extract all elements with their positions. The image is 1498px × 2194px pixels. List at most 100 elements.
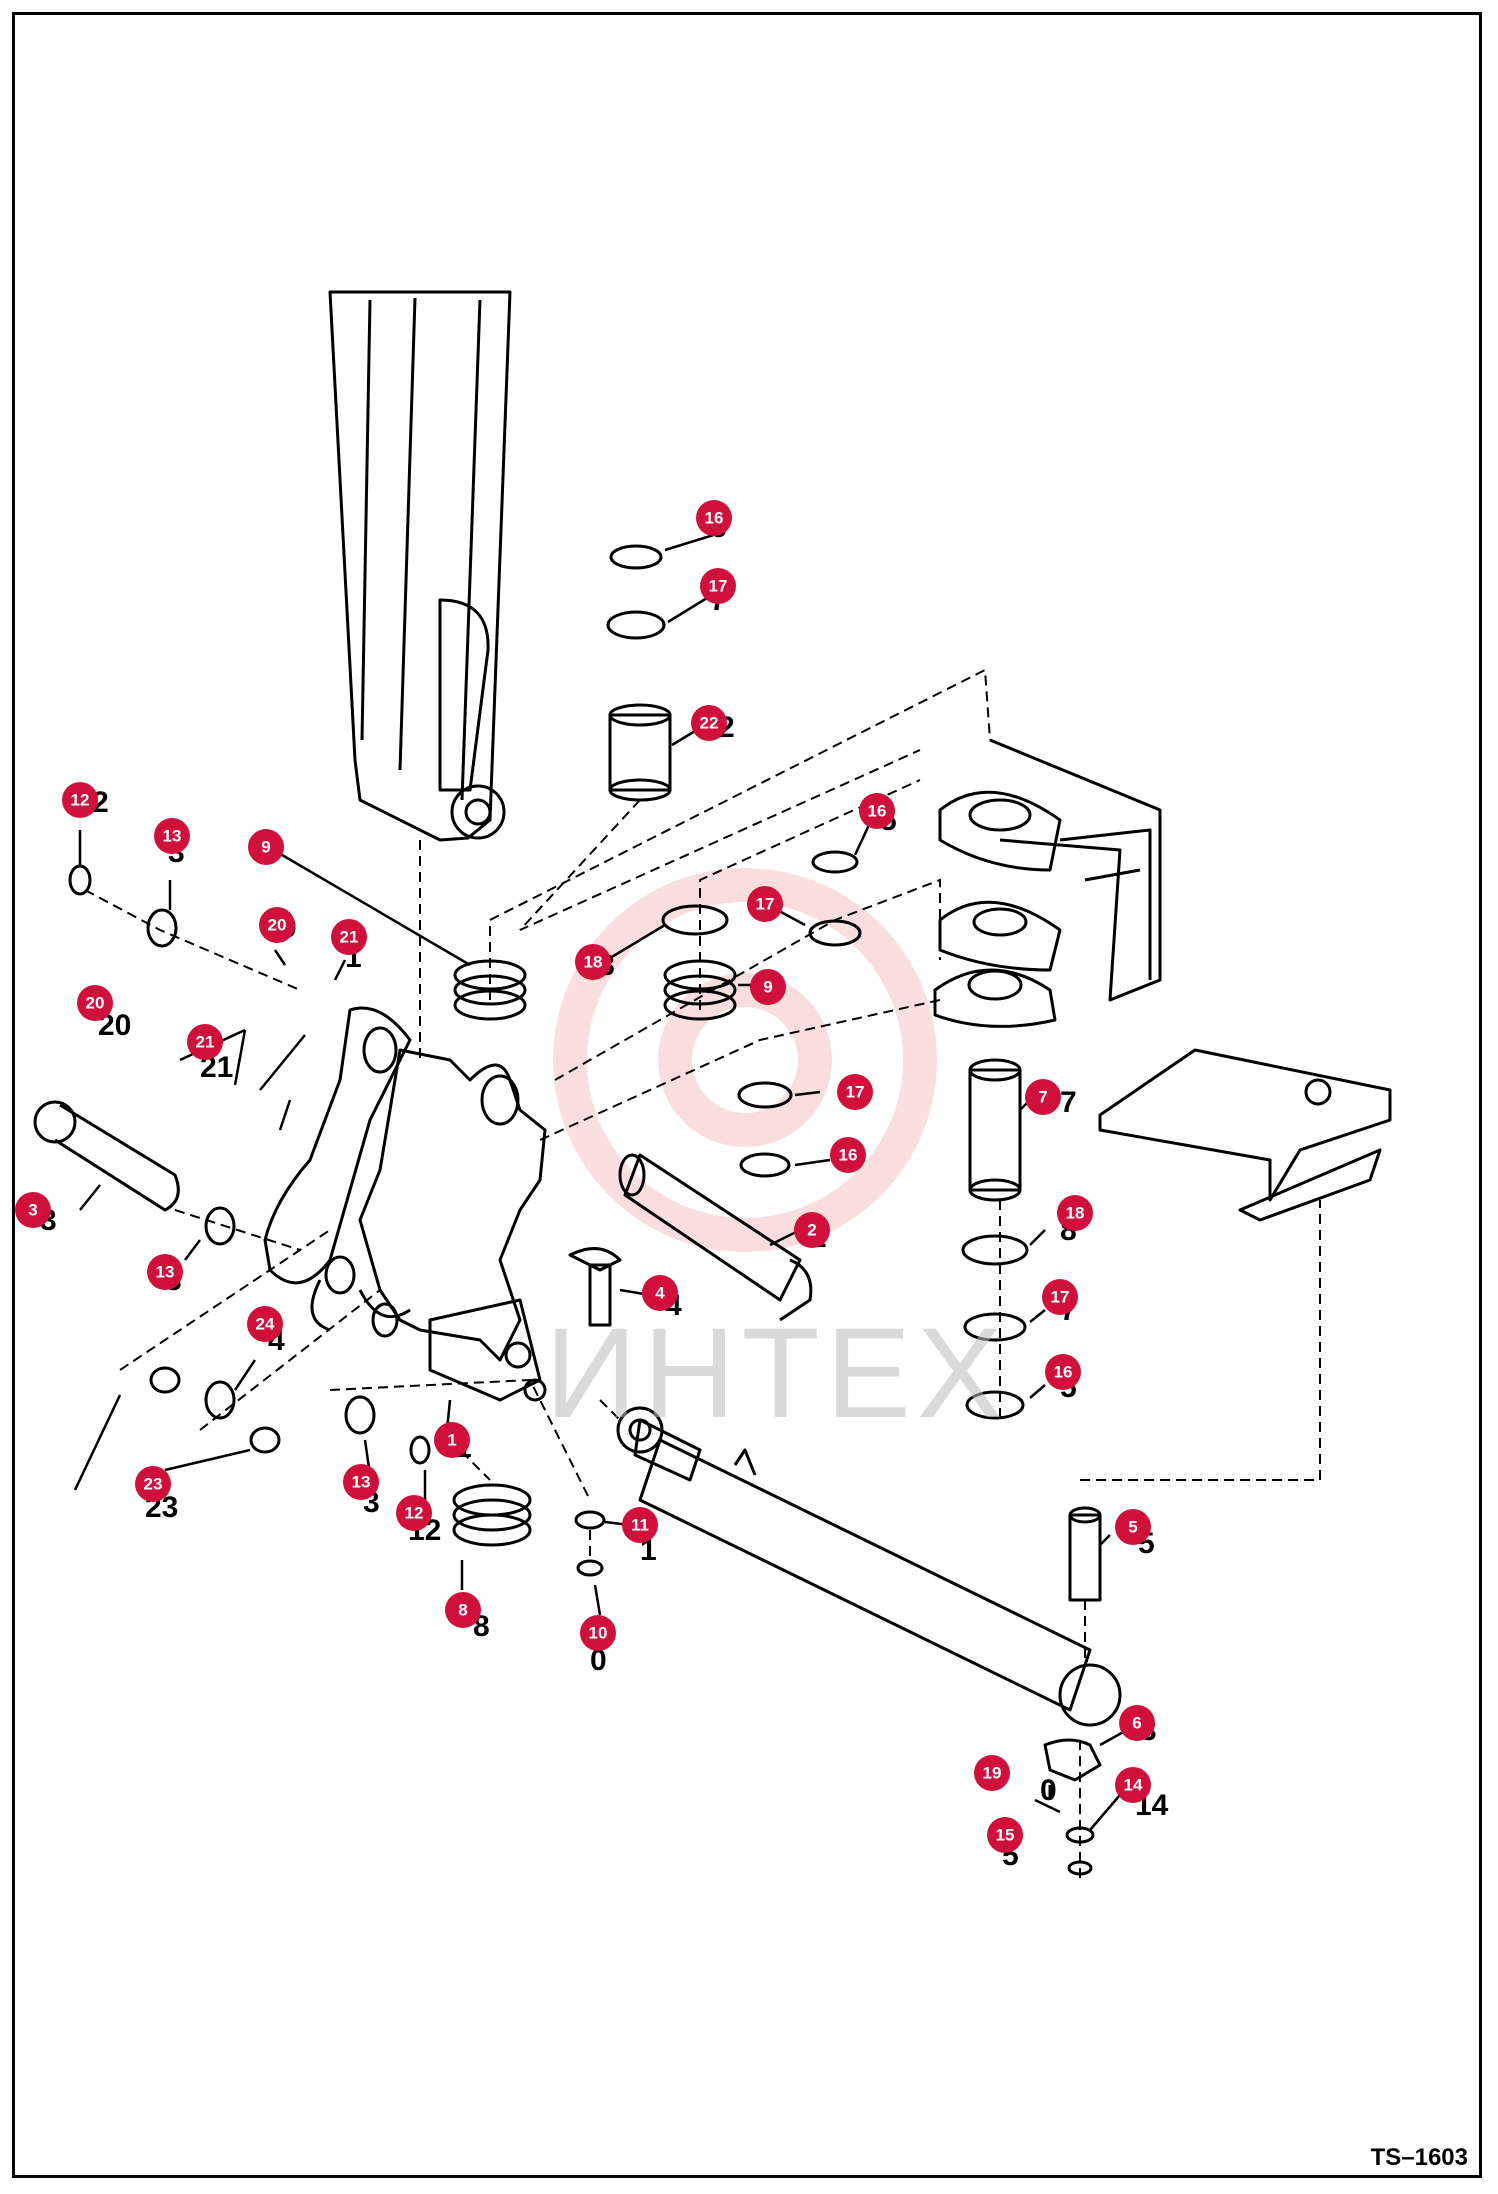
svg-text:21: 21 [196, 1033, 215, 1052]
callout-16c: 16 [830, 1137, 866, 1173]
ring-16d [965, 1390, 1025, 1420]
svg-text:14: 14 [1124, 1776, 1143, 1795]
svg-text:5: 5 [1128, 1518, 1137, 1537]
svg-text:9: 9 [763, 978, 772, 997]
callout-17b: 17 [747, 886, 783, 922]
svg-text:21: 21 [340, 928, 359, 947]
svg-text:12: 12 [405, 1504, 424, 1523]
ring-12b [409, 1435, 431, 1465]
callout-4: 4 [642, 1275, 678, 1311]
ring-16b [811, 850, 859, 874]
svg-text:9: 9 [261, 838, 270, 857]
bushing-7 [968, 1058, 1022, 1202]
svg-text:12: 12 [71, 791, 90, 810]
svg-text:0: 0 [1040, 1774, 1057, 1807]
ring-13b [204, 1206, 236, 1246]
callout-17c: 17 [837, 1074, 873, 1110]
callout-20b: 20 [77, 985, 113, 1021]
svg-text:17: 17 [709, 577, 728, 596]
grease-fitting-23 [149, 1366, 281, 1454]
callout-3: 3 [15, 1192, 51, 1228]
callout-13a: 13 [154, 818, 190, 854]
callout-7: 7 [1025, 1079, 1061, 1115]
svg-text:2: 2 [807, 1221, 816, 1240]
svg-text:3: 3 [28, 1201, 37, 1220]
callout-16d: 16 [1045, 1354, 1081, 1390]
ring-24 [204, 1380, 236, 1420]
svg-text:16: 16 [868, 802, 887, 821]
callout-11: 11 [622, 1507, 658, 1543]
swing-mount-bracket [933, 738, 1162, 1028]
watermark-logo [553, 868, 937, 1252]
swing-frame [263, 1006, 547, 1402]
ring-16a [609, 544, 663, 570]
callout-20a: 20 [259, 907, 295, 943]
svg-text:18: 18 [1066, 1204, 1085, 1223]
svg-text:6: 6 [1132, 1714, 1141, 1733]
drawing-code: TS–1603 [1370, 2144, 1468, 2171]
ring-12a [68, 864, 92, 896]
boom-arm [328, 290, 512, 842]
callout-22: 22 [691, 705, 727, 741]
callout-13b: 13 [147, 1254, 183, 1290]
callout-9a: 9 [248, 829, 284, 865]
pivot-pin [33, 1100, 180, 1212]
pin-5 [1068, 1506, 1102, 1602]
svg-text:8: 8 [458, 1601, 467, 1620]
svg-text:1: 1 [447, 1431, 456, 1450]
ring-13a [146, 908, 178, 948]
callout-21b: 21 [187, 1024, 223, 1060]
callout-23: 23 [135, 1466, 171, 1502]
svg-text:10: 10 [589, 1624, 608, 1643]
svg-text:17: 17 [756, 895, 775, 914]
svg-text:18: 18 [584, 953, 603, 972]
svg-text:16: 16 [705, 509, 724, 528]
drawing-frame [12, 12, 1482, 2178]
svg-text:7: 7 [1038, 1088, 1047, 1107]
callout-21a: 21 [331, 919, 367, 955]
callout-19: 19 [974, 1755, 1010, 1791]
callout-17d: 17 [1042, 1279, 1078, 1315]
svg-text:24: 24 [256, 1315, 275, 1334]
svg-text:13: 13 [156, 1263, 175, 1282]
ring-18a [661, 904, 729, 936]
callout-15: 15 [987, 1817, 1023, 1853]
svg-text:4: 4 [655, 1284, 665, 1303]
callout-9b: 9 [750, 969, 786, 1005]
pin-2 [623, 1153, 802, 1302]
callout-12a: 12 [62, 782, 98, 818]
ring-16c [739, 1152, 791, 1178]
callout-13c: 13 [343, 1464, 379, 1500]
callout-5: 5 [1115, 1509, 1151, 1545]
ring-10 [576, 1559, 604, 1577]
callout-17a: 17 [700, 568, 736, 604]
callout-8: 8 [445, 1592, 481, 1628]
svg-text:23: 23 [144, 1475, 163, 1494]
callout-18b: 18 [1057, 1195, 1093, 1231]
bushing-22 [608, 703, 672, 802]
mounting-plate [1098, 1048, 1392, 1202]
ring-11 [574, 1510, 606, 1530]
callout-18a: 18 [575, 944, 611, 980]
svg-text:7: 7 [1060, 1086, 1077, 1119]
callout-16b: 16 [859, 793, 895, 829]
svg-text:11: 11 [631, 1516, 649, 1535]
svg-text:15: 15 [996, 1826, 1015, 1845]
svg-text:17: 17 [846, 1083, 865, 1102]
callout-16a: 16 [696, 500, 732, 536]
svg-text:13: 13 [352, 1473, 371, 1492]
ring-18b [961, 1234, 1029, 1266]
ring-17d [963, 1312, 1027, 1342]
callout-14: 14 [1115, 1767, 1151, 1803]
callout-10: 10 [580, 1615, 616, 1651]
svg-text:20: 20 [86, 994, 105, 1013]
hydraulic-cylinder [616, 1406, 1122, 1727]
callouts: 1 2 3 4 5 6 7 8 9 9 10 11 12 12 13 13 13… [15, 500, 1155, 1853]
callout-6: 6 [1119, 1705, 1155, 1741]
pin-4 [588, 1263, 612, 1327]
svg-text:16: 16 [839, 1146, 858, 1165]
callout-12b: 12 [396, 1495, 432, 1531]
svg-text:16: 16 [1054, 1363, 1073, 1382]
ring-17a [606, 610, 666, 640]
